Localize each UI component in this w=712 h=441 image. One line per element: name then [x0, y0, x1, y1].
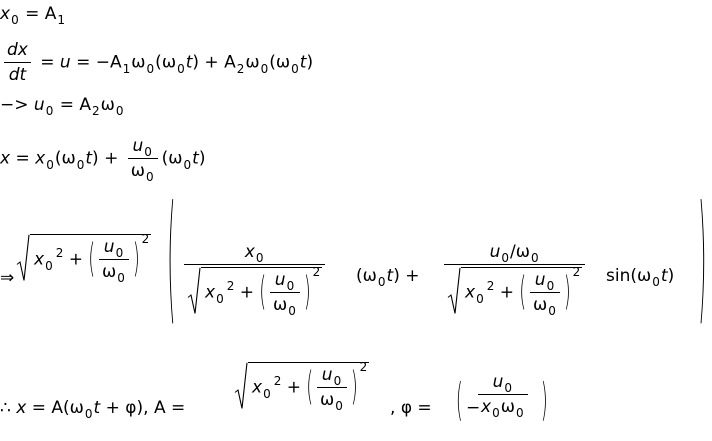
big-paren-left: ( — [167, 182, 176, 346]
radical-sign — [447, 267, 461, 314]
subscript: 0 — [11, 13, 19, 27]
eq-line-3: −> u0 = A2ω0 — [0, 95, 124, 118]
paren-right: ) — [132, 236, 140, 283]
phase-definition: , φ = — [390, 398, 432, 418]
phase-paren-left: ( — [456, 376, 463, 428]
subscript: 1 — [57, 13, 66, 27]
paren-right: ) — [303, 269, 311, 316]
big-paren-right: ) — [698, 182, 707, 346]
paren-left: ( — [519, 269, 527, 316]
paren-right: ) — [563, 269, 571, 316]
fraction-u0-over-x0w0: u0 x0ω0 — [478, 372, 528, 420]
solution-lhs: ∴ x = A(ω0t + φ), A = — [0, 398, 186, 421]
radical-sign — [187, 267, 201, 314]
paren-left: ( — [88, 236, 96, 283]
phase-paren-right: ) — [541, 376, 548, 428]
equals: = — [19, 4, 45, 24]
radical-sign — [234, 362, 248, 409]
therefore-symbol: ∴ — [0, 398, 17, 418]
sin-term: sin(ω0t) — [606, 266, 675, 289]
var-x: x — [0, 4, 11, 24]
eq-line-1: x0 = A1 — [0, 4, 66, 27]
paren-left: ( — [259, 269, 267, 316]
paren-left: ( — [306, 364, 314, 411]
cos-term: (ω0t) + — [356, 266, 420, 289]
radical-sign — [16, 234, 30, 281]
minus-sign: − — [466, 398, 481, 418]
arrow: −> — [0, 95, 34, 115]
var-A: A — [44, 4, 57, 24]
paren-right: ) — [350, 364, 358, 411]
implies-symbol: ⇒ — [0, 268, 15, 288]
